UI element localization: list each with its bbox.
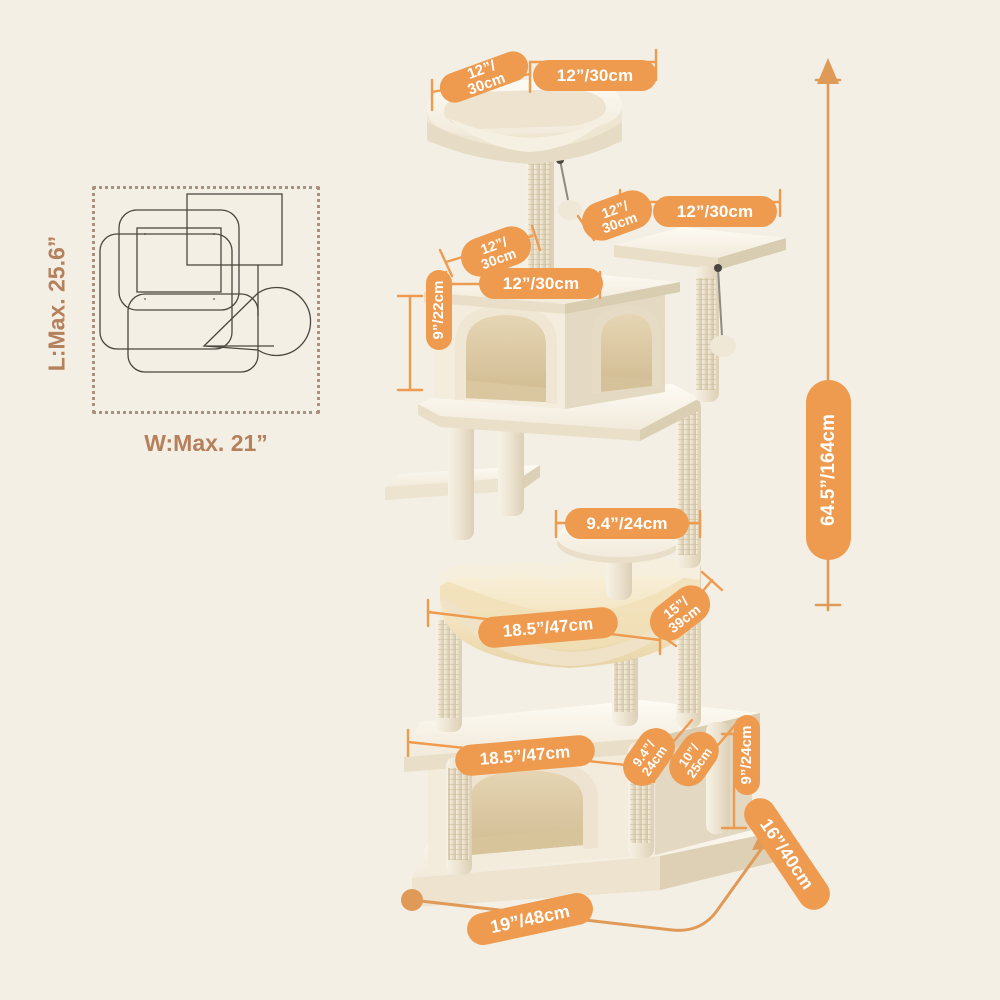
footprint-width-label: W:Max. 21” [144,430,268,456]
footprint-shapes [99,193,312,373]
base-dimension-start-dot [401,889,423,911]
footprint-length-label: L:Max. 25.6” [43,235,70,372]
dimension-label-top-bed-width: 12”/30cm [533,60,657,91]
total-height-label: 64.5”/164cm [806,380,851,560]
dimension-label-upper-condo-height: 9”/22cm [426,270,452,350]
top-bed [427,78,622,164]
dimension-label-side-shelf-width: 12”/30cm [653,196,777,227]
total-height-arrowhead [817,58,839,84]
right-side-shelf [614,227,786,402]
dimension-label-lower-condo-height: 9”/24cm [734,715,760,795]
dimension-label-round-perch: 9.4”/24cm [565,508,689,539]
upper-mid-posts [448,398,701,568]
mid-posts [436,560,701,732]
top-post [526,150,582,282]
footprint-bounding-box [92,186,320,414]
base-dimension-path [410,846,764,932]
dimension-label-upper-condo-width: 12”/30cm [479,268,603,299]
